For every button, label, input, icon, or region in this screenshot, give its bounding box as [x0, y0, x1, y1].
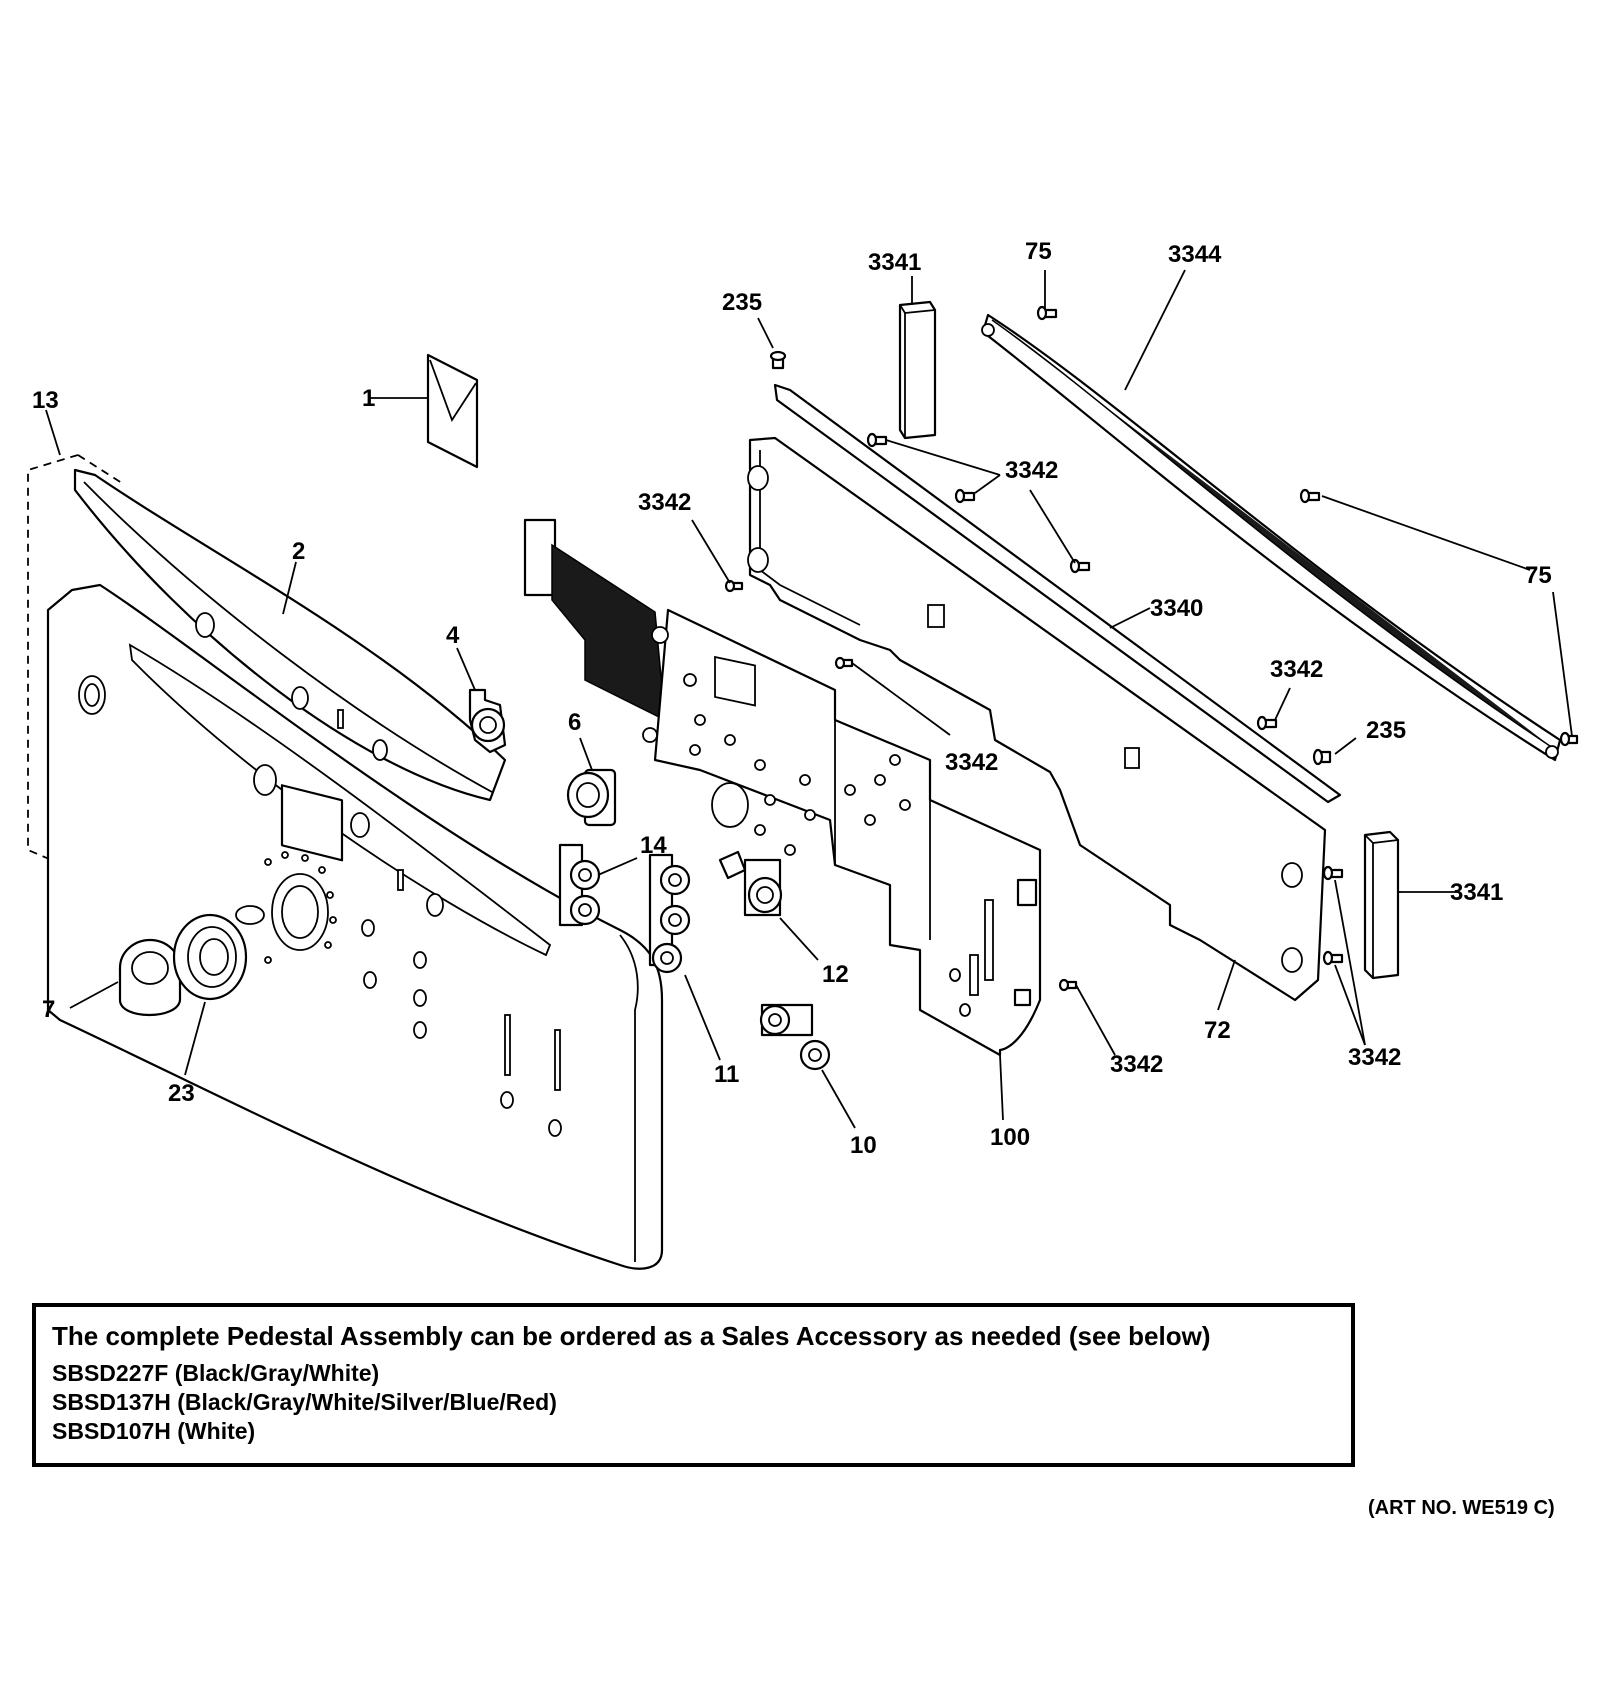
screw-75-top	[1036, 305, 1058, 321]
label-3342-bottom-right: 3342	[1348, 1044, 1401, 1071]
label-75-right: 75	[1525, 562, 1552, 589]
label-3342-right: 3342	[1270, 656, 1323, 683]
part-3341-pad-left	[898, 300, 937, 440]
note-line-sbsd107h: SBSD107H (White)	[52, 1418, 256, 1444]
label-6: 6	[568, 709, 581, 736]
label-12: 12	[822, 961, 849, 988]
label-3342-top: 3342	[1005, 457, 1058, 484]
note-line-sbsd137h: SBSD137H (Black/Gray/White/Silver/Blue/R…	[52, 1389, 557, 1415]
label-3342-bottom: 3342	[1110, 1051, 1163, 1078]
label-13: 13	[32, 387, 59, 414]
label-7: 7	[42, 996, 55, 1023]
part-4-switch	[468, 688, 507, 754]
leader-lines	[69, 269, 1573, 1129]
screw-235-right	[1312, 748, 1332, 766]
part-6-switch	[566, 768, 617, 827]
label-1: 1	[362, 385, 375, 412]
part-14-buttons	[558, 843, 601, 927]
part-3340-bar	[773, 383, 1342, 804]
label-100: 100	[990, 1124, 1030, 1151]
art-number: (ART NO. WE519 C)	[1368, 1497, 1555, 1519]
part-7-knob	[118, 938, 182, 1017]
part-2-trim-panel	[73, 468, 507, 802]
label-4: 4	[446, 622, 460, 649]
part-1-envelope	[426, 353, 479, 469]
label-235-top: 235	[722, 289, 762, 316]
label-75-top: 75	[1025, 238, 1052, 265]
part-13-bracket	[27, 409, 126, 871]
label-2: 2	[292, 538, 305, 565]
screw-235-top	[769, 350, 787, 370]
part-72-bracket	[747, 436, 1327, 1002]
part-12-switch	[718, 850, 783, 917]
part-100-control-board	[642, 608, 1042, 1057]
main-control-panel	[46, 583, 664, 1270]
part-10-buttons	[759, 1003, 831, 1071]
part-3341-pad-right	[1363, 830, 1400, 980]
label-11: 11	[714, 1061, 739, 1088]
screws-3342	[724, 432, 1344, 992]
note-title: The complete Pedestal Assembly can be or…	[52, 1321, 1211, 1351]
screw-75-right	[1559, 731, 1579, 747]
label-23: 23	[168, 1080, 195, 1107]
label-3342-left: 3342	[638, 489, 691, 516]
label-3344: 3344	[1168, 241, 1222, 268]
label-14: 14	[640, 832, 667, 859]
label-10: 10	[850, 1132, 877, 1159]
label-3341-top: 3341	[868, 249, 921, 276]
part-23-bezel	[172, 913, 248, 1001]
part-11-buttons	[648, 853, 691, 974]
label-3342-mid: 3342	[945, 749, 998, 776]
note-line-sbsd227f: SBSD227F (Black/Gray/White)	[52, 1360, 380, 1386]
screw-75-mid	[1299, 488, 1321, 504]
label-3341-right: 3341	[1450, 879, 1503, 906]
part-3344-strip	[981, 313, 1562, 762]
pedestal-note-box: The complete Pedestal Assembly can be or…	[32, 1303, 1355, 1467]
label-235-right: 235	[1366, 717, 1406, 744]
label-72: 72	[1204, 1017, 1231, 1044]
label-3340: 3340	[1150, 595, 1203, 622]
ribbon-cable	[523, 518, 666, 722]
part-labels: 13 1 2 4 6 14 7 23 11 12 10 100 235 235 …	[32, 238, 1552, 1159]
